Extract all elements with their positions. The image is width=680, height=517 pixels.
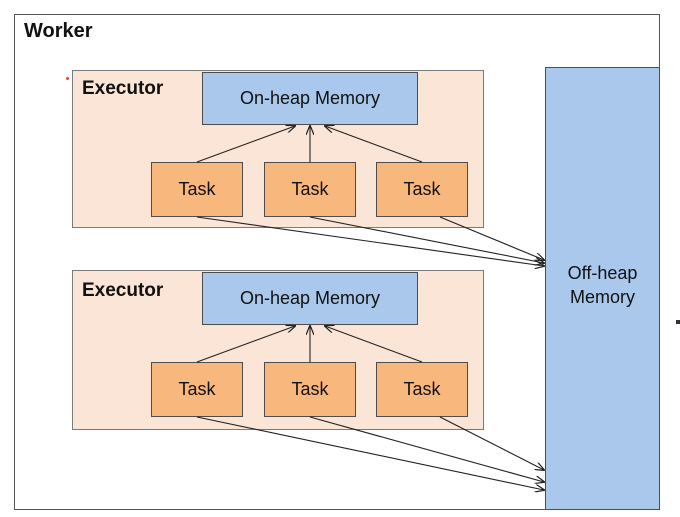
red-dot-mark [66,77,69,80]
executor-label-1: Executor [82,78,164,99]
offheap-memory-box [545,67,660,510]
offheap-memory-label: Off-heap Memory [545,261,660,309]
onheap-memory-label-2: On-heap Memory [239,288,381,308]
task-1-1: Task [151,162,243,217]
task-label: Task [291,179,329,199]
task-2-2: Task [264,362,356,417]
task-label: Task [178,179,216,199]
executor-label-2: Executor [82,280,164,301]
task-1-2: Task [264,162,356,217]
task-label: Task [403,379,441,399]
task-1-3: Task [376,162,468,217]
onheap-memory-label-1: On-heap Memory [239,88,381,108]
task-label: Task [403,179,441,199]
offheap-line-1: Off-heap [567,263,638,283]
task-label: Task [178,379,216,399]
offheap-line-2: Memory [569,287,635,307]
onheap-memory-1: On-heap Memory [202,72,418,125]
task-2-1: Task [151,362,243,417]
worker-label: Worker [24,20,93,42]
edge-mark [676,320,680,324]
onheap-memory-2: On-heap Memory [202,272,418,325]
task-label: Task [291,379,329,399]
task-2-3: Task [376,362,468,417]
